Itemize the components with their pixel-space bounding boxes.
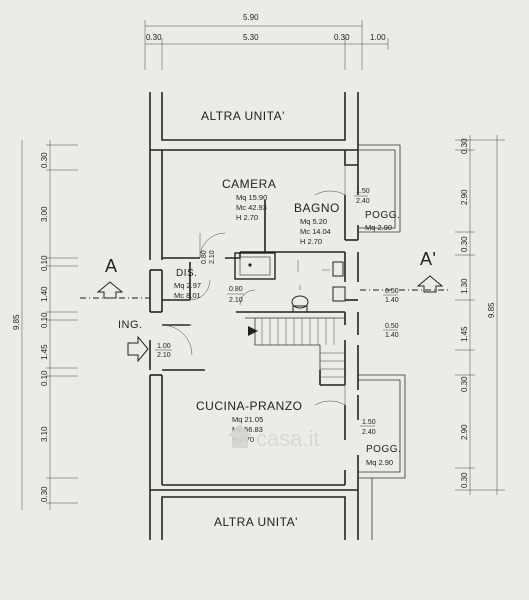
- dim-top-left: 0.30: [146, 33, 162, 42]
- section-mark-a-prime: A': [420, 249, 436, 269]
- dim-top-right: 0.30: [334, 33, 350, 42]
- dim-right-seg-4: 1.45: [460, 326, 469, 342]
- top-dimensions: 5.90 0.30 5.30 0.30 1.00: [144, 13, 389, 70]
- dim-left-seg-5: 1.45: [40, 344, 49, 360]
- dim-right-seg-3: 1.30: [460, 278, 469, 294]
- label-altra-bottom: ALTRA UNITA': [214, 515, 298, 529]
- window-2-h: 1.40: [385, 332, 399, 339]
- staircase: [245, 317, 345, 378]
- section-mark-a: A: [105, 256, 118, 276]
- dim-left-total: 9.85: [12, 314, 21, 330]
- left-dimensions: 9.85 0.30 3.00 0.10 1.40 0.10 1.45 0.10 …: [12, 140, 78, 510]
- bagno-mc: Mc 14.04: [300, 227, 331, 236]
- dim-left-seg-2: 0.10: [40, 255, 49, 271]
- dim-right-seg-7: 0.30: [460, 472, 469, 488]
- camera-h: H 2.70: [236, 213, 258, 222]
- dim-left-seg-8: 0.30: [40, 486, 49, 502]
- house-logo-icon: [228, 424, 252, 448]
- dim-top-extra: 1.00: [370, 33, 386, 42]
- camera-mc: Mc 42.93: [236, 203, 267, 212]
- cucina-mc: Mc 56.83: [232, 425, 263, 434]
- door-bagno-h: 2.10: [229, 297, 243, 304]
- right-dimensions: 9.85 0.30 2.90 0.30 1.30 1.45 0.30 2.90 …: [455, 135, 505, 495]
- dim-right-seg-0: 0.30: [460, 138, 469, 154]
- label-altra-top: ALTRA UNITA': [201, 109, 285, 123]
- dim-right-seg-5: 0.30: [460, 376, 469, 392]
- dim-left-seg-0: 0.30: [40, 152, 49, 168]
- window-1-h: 1.40: [385, 297, 399, 304]
- label-dis: DIS.: [176, 268, 197, 279]
- label-pogg-top: POGG.: [365, 210, 400, 221]
- dim-right-seg-6: 2.90: [460, 424, 469, 440]
- door-dis-w: 0.80: [201, 250, 208, 264]
- door-ing-h: 2.10: [157, 352, 171, 359]
- dim-left-seg-6: 0.10: [40, 370, 49, 386]
- watermark: casa.it: [228, 424, 320, 451]
- door-camera-h: 2.40: [356, 198, 370, 205]
- stair-arrow-icon: [248, 326, 258, 336]
- dim-right-total: 9.85: [487, 302, 496, 318]
- dim-top-middle: 5.30: [243, 33, 259, 42]
- section-marks: A A': [80, 249, 450, 363]
- dim-right-seg-2: 0.30: [460, 236, 469, 252]
- label-cucina: CUCINA-PRANZO: [196, 399, 303, 413]
- door-swings: [161, 165, 346, 406]
- pogg-bottom-mq: Mq 2.90: [366, 458, 393, 467]
- bathroom-fixtures: [234, 252, 346, 313]
- door-ing-w: 1.00: [157, 343, 171, 350]
- entrance-arrow-icon: [127, 335, 149, 363]
- dim-left-seg-4: 0.10: [40, 312, 49, 328]
- walls: [149, 92, 359, 540]
- bidet: [332, 261, 344, 277]
- dim-right-seg-1: 2.90: [460, 189, 469, 205]
- dim-top-total: 5.90: [243, 13, 259, 22]
- label-ing: ING.: [118, 319, 143, 331]
- camera-mq: Mq 15.90: [236, 193, 267, 202]
- bagno-h: H 2.70: [300, 237, 322, 246]
- washbasin: [332, 286, 346, 302]
- toilet: [291, 295, 309, 309]
- door-cucina-w: 1.50: [362, 419, 376, 426]
- dis-mq: Mq 2.97: [174, 281, 201, 290]
- door-dis-h: 2.10: [209, 250, 216, 264]
- door-camera-w: 1.50: [356, 188, 370, 195]
- label-bagno: BAGNO: [294, 201, 340, 215]
- label-pogg-bottom: POGG.: [366, 444, 401, 455]
- door-cucina-h: 2.40: [362, 429, 376, 436]
- dim-left-seg-3: 1.40: [40, 286, 49, 302]
- bagno-mq: Mq 5.20: [300, 217, 327, 226]
- dim-left-seg-7: 3.10: [40, 426, 49, 442]
- opening-dimensions: 1.50 2.40 0.80 2.10 0.80 2.10 0.50 1.40 …: [155, 188, 399, 436]
- room-labels: ALTRA UNITA' ALTRA UNITA' CAMERA Mq 15.9…: [118, 109, 401, 529]
- section-arrow-left-icon: [96, 281, 124, 299]
- door-bagno-w: 0.80: [229, 286, 243, 293]
- label-camera: CAMERA: [222, 177, 276, 191]
- section-arrow-right-icon: [416, 275, 444, 293]
- watermark-text: casa.it: [256, 426, 320, 451]
- cucina-mq: Mq 21.05: [232, 415, 263, 424]
- dis-mc: Mc 8.01: [174, 291, 201, 300]
- pogg-top-mq: Mq 2.90: [365, 223, 392, 232]
- window-2-w: 0.50: [385, 323, 399, 330]
- dim-left-seg-1: 3.00: [40, 206, 49, 222]
- window-1-w: 0.50: [385, 288, 399, 295]
- shower-tray: [234, 252, 276, 280]
- balconies: [358, 144, 406, 540]
